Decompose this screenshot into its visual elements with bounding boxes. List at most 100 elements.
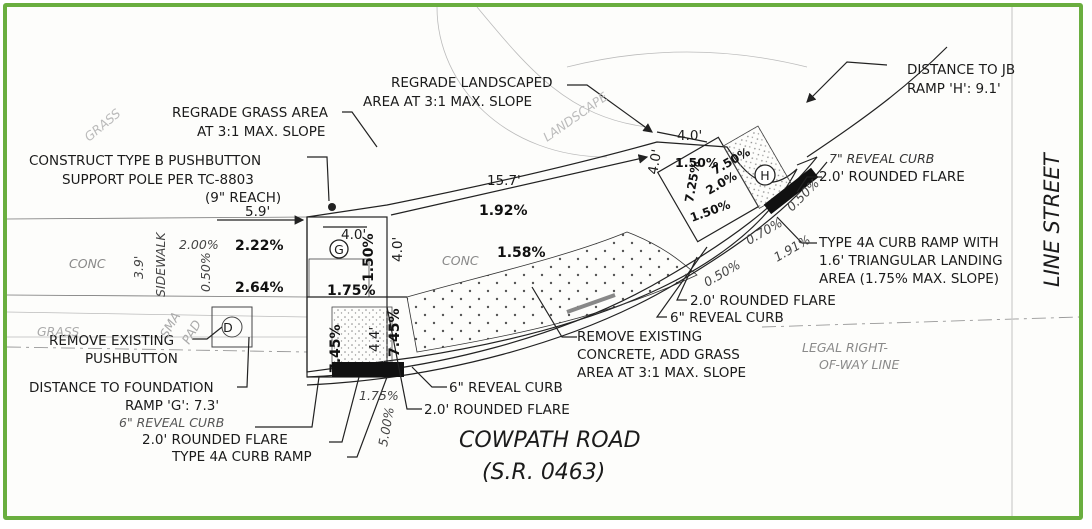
site-plan-drawing: G H DISTANCE TO JB RAMP 'H': 9.1' REGRAD… [7, 7, 1079, 516]
slope-2-00: 2.00% [179, 237, 219, 252]
drawing-frame: G H DISTANCE TO JB RAMP 'H': 9.1' REGRAD… [3, 3, 1083, 520]
curb-line [306, 161, 828, 386]
label-rounded-flare-g: 2.0' ROUNDED FLARE [142, 432, 288, 448]
slope-1-50-g: 1.50% [361, 233, 377, 282]
dim-4-4: 4.4' [367, 327, 383, 352]
label-regrade-grass: REGRADE GRASS AREA [172, 105, 329, 121]
label-remove-concrete-3: AREA AT 3:1 MAX. SLOPE [577, 365, 746, 381]
slope-1-75-bot: 1.75% [359, 388, 399, 403]
label-pushbutton: CONSTRUCT TYPE B PUSHBUTTON [29, 153, 261, 169]
leader [342, 111, 378, 148]
road-name: COWPATH ROAD [459, 428, 641, 453]
ramp-g-detectable-area [331, 306, 393, 370]
label-rounded-flare-bot: 2.0' ROUNDED FLARE [424, 402, 570, 418]
slope-1-58: 1.58% [497, 245, 546, 261]
label-regrade-landscaped-2: AREA AT 3:1 MAX. SLOPE [363, 94, 532, 110]
background-arc [436, 7, 608, 158]
label-sidewalk-width: 3.9' [131, 256, 146, 279]
label-conc-2: CONC [442, 253, 479, 268]
leader [192, 326, 223, 340]
leader [411, 366, 447, 388]
legal-right-of-way-line [761, 316, 1079, 328]
removal-marker [566, 293, 616, 314]
leader [776, 216, 817, 244]
label-pad: PAD [179, 317, 205, 347]
label-remove-concrete: REMOVE EXISTING [577, 329, 702, 345]
dim-4-0-vert: 4.0' [390, 237, 406, 262]
leader [255, 376, 320, 428]
sidewalk-edge [7, 294, 308, 298]
leader [347, 376, 388, 458]
ramp-g-warning-surface [332, 362, 404, 377]
label-regrade-grass-2: AT 3:1 MAX. SLOPE [197, 124, 325, 140]
slope-0-50-left: 0.50% [198, 252, 213, 292]
road-route: (S.R. 0463) [482, 460, 605, 485]
leader [567, 84, 653, 133]
leader [386, 306, 422, 410]
grass-edge [7, 311, 308, 318]
label-distance-jb: DISTANCE TO JB [907, 62, 1015, 78]
label-type4a-h-2: 1.6' TRIANGULAR LANDING [819, 253, 1003, 269]
label-legal-row: LEGAL RIGHT- [802, 340, 888, 355]
label-sidewalk: SIDEWALK [153, 231, 168, 297]
dim-4-0-h: 4.0' [645, 148, 665, 176]
label-distance-foundation-2: RAMP 'G': 7.3' [125, 398, 219, 414]
label-remove-pushbutton: REMOVE EXISTING [49, 333, 174, 349]
sidewalk-edge [7, 216, 308, 220]
ramp-h-marker-text: H [760, 168, 769, 183]
label-remove-pushbutton-2: PUSHBUTTON [85, 351, 178, 367]
slope-2-22: 2.22% [235, 238, 284, 254]
leader [655, 246, 708, 318]
ramp-h [656, 125, 819, 243]
label-grass-2: GRASS [37, 324, 79, 339]
leader [806, 61, 888, 103]
leader [796, 156, 818, 166]
slope-1-91: 1.91% [771, 232, 813, 265]
ramp-g-marker-text: G [334, 242, 344, 257]
label-conc: CONC [69, 256, 106, 271]
label-remove-concrete-2: CONCRETE, ADD GRASS [577, 347, 740, 363]
leader [329, 376, 360, 443]
legal-right-of-way-line [7, 346, 308, 353]
slope-1-50-h: 1.50% [675, 155, 719, 170]
label-sma: SMA [157, 309, 184, 340]
label-reveal-curb-g: 6" REVEAL CURB [119, 415, 224, 430]
pushbutton-pole [328, 203, 336, 211]
dim-15-7: 15.7' [487, 173, 521, 189]
removed-concrete-area [406, 231, 698, 353]
label-legal-row-2: OF-WAY LINE [819, 357, 900, 372]
label-grass: GRASS [81, 106, 123, 145]
dim-4-0-g: 4.0' [341, 227, 366, 243]
existing-pushbutton-pad [211, 306, 253, 348]
label-rounded-flare-top: 2.0' ROUNDED FLARE [819, 169, 965, 185]
ramp-g-marker [329, 239, 349, 259]
label-reveal-curb-mid: 6" REVEAL CURB [670, 310, 784, 326]
dim-4-0-top: 4.0' [677, 128, 702, 144]
label-reveal-curb-bot: 6" REVEAL CURB [449, 380, 563, 396]
street-name: LINE STREET [1040, 151, 1064, 287]
ramp-h-marker [754, 164, 776, 186]
leader [531, 286, 577, 338]
slope-0-70: 0.70% [743, 215, 785, 248]
label-distance-foundation: DISTANCE TO FOUNDATION [29, 380, 214, 396]
background-arc [476, 7, 648, 128]
leader [796, 176, 822, 193]
background-arc [566, 51, 808, 68]
slope-1-75-g: 1.75% [327, 283, 376, 299]
label-reveal-curb-7: 7" REVEAL CURB [829, 151, 934, 166]
dimension-line [390, 154, 649, 216]
slope-5-00: 5.00% [375, 406, 397, 448]
label-type4a-h-3: AREA (1.75% MAX. SLOPE) [819, 271, 999, 287]
slope-7-45-b: 7.45% [387, 308, 403, 357]
leader [237, 336, 250, 388]
label-distance-jb-value: RAMP 'H': 9.1' [907, 81, 1001, 97]
label-type4a-g: TYPE 4A CURB RAMP [171, 449, 312, 465]
slope-2-64: 2.64% [235, 280, 284, 296]
dim-5-9: 5.9' [245, 204, 270, 220]
slope-7-45-a: 7.45% [328, 324, 344, 373]
line-street-curb [806, 46, 948, 158]
dimension-line [656, 131, 708, 143]
leader [307, 156, 330, 202]
slope-1-92: 1.92% [479, 203, 528, 219]
pushbutton-pad-marker: D [223, 320, 233, 335]
